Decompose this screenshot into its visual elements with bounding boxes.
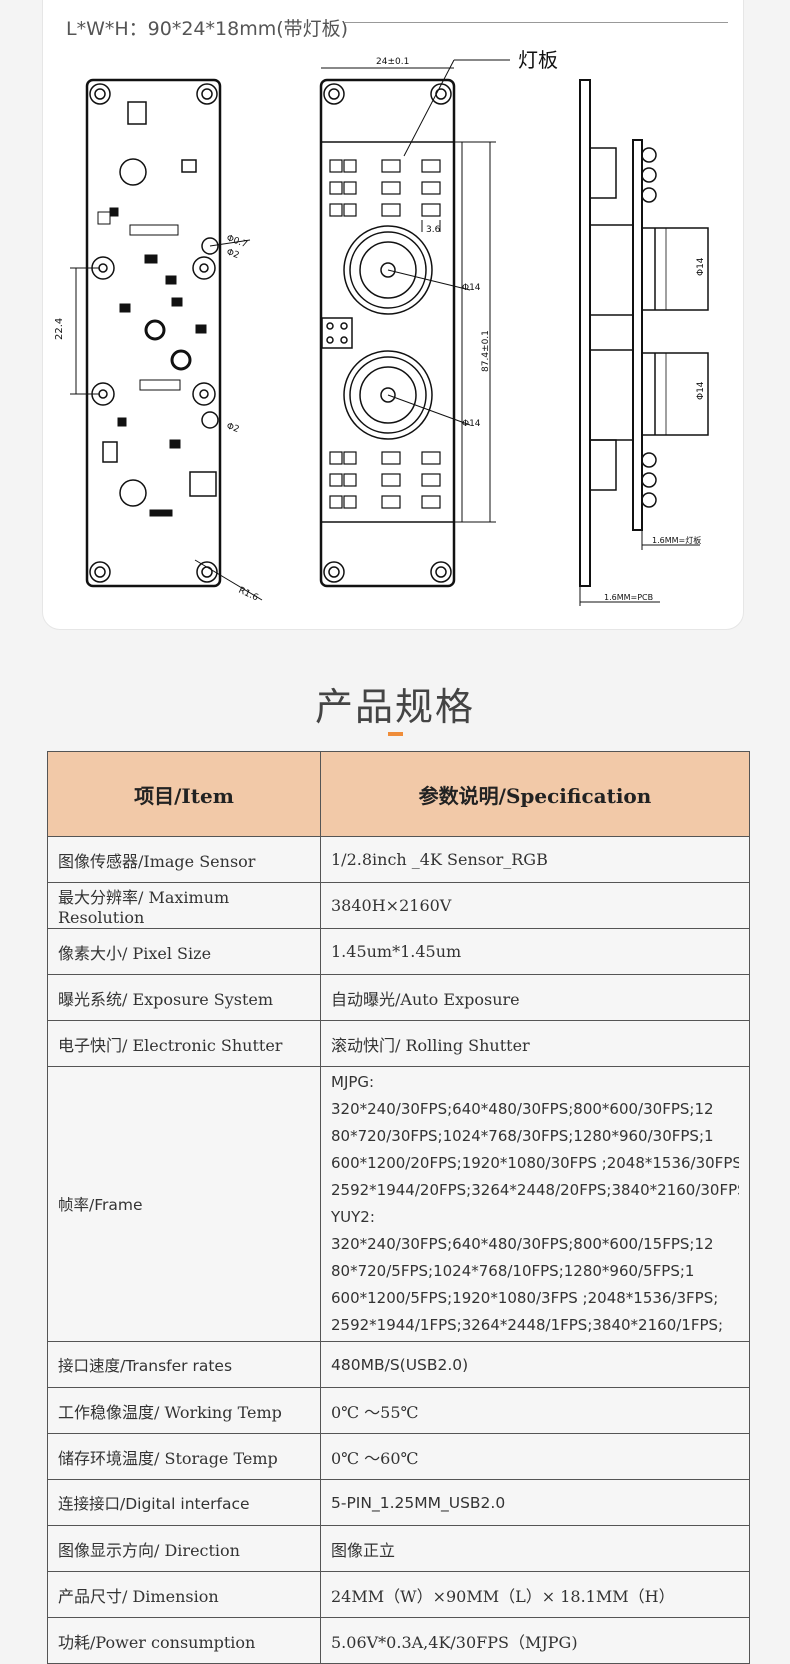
- row-value: 3840H×2160V: [320, 882, 750, 929]
- row-item: 曝光系统/ Exposure System: [47, 974, 321, 1021]
- hole-dia-label-2: Φ2: [225, 421, 240, 435]
- frame-line: 2592*1944/1FPS;3264*2448/1FPS;3840*2160/…: [331, 1316, 724, 1334]
- width-dim-label: 24±0.1: [376, 57, 409, 67]
- frame-line: 2592*1944/20FPS;3264*2448/20FPS;3840*216…: [331, 1181, 739, 1199]
- hole-dia-label: Φ2: [225, 247, 240, 261]
- row-item: 像素大小/ Pixel Size: [47, 928, 321, 975]
- frame-item: 帧率/Frame: [47, 1066, 321, 1342]
- row-value: 0℃ ～60℃: [320, 1433, 750, 1480]
- hole-pitch-dimension: [70, 267, 100, 395]
- row-item: 电子快门/ Electronic Shutter: [47, 1020, 321, 1067]
- pcb-top-view: [85, 78, 222, 588]
- row-value: 5-PIN_1.25MM_USB2.0: [320, 1479, 750, 1526]
- frame-line: 600*1200/5FPS;1920*1080/3FPS ;2048*1536/…: [331, 1289, 719, 1307]
- pcb-thickness-label: 1.6MM=PCB: [604, 593, 653, 602]
- led-pitch-label: 3.6: [426, 225, 441, 235]
- dimensions-caption: L*W*H：90*24*18mm(带灯板): [66, 18, 349, 40]
- row-value: 自动曝光/Auto Exposure: [320, 974, 750, 1021]
- title-accent-bar: [388, 732, 403, 736]
- table-row: 储存环境温度/ Storage Temp 0℃ ～60℃: [47, 1433, 750, 1480]
- side-lens-dia-label: Φ14: [696, 257, 706, 276]
- table-header-row: 项目/Item 参数说明/Specification: [47, 751, 750, 837]
- frame-value: MJPG: 320*240/30FPS;640*480/30FPS;800*60…: [320, 1066, 750, 1342]
- corner-radius-label: R1.6: [237, 586, 260, 604]
- row-item: 功耗/Power consumption: [47, 1617, 321, 1664]
- side-lens-dia-label-2: Φ14: [696, 381, 706, 400]
- table-row: 图像传感器/Image Sensor 1/2.8inch _4K Sensor_…: [47, 836, 750, 883]
- row-value: 0℃ ～55℃: [320, 1387, 750, 1434]
- row-item: 最大分辨率/ Maximum Resolution: [47, 882, 321, 929]
- led-board-view: [319, 59, 510, 588]
- row-value: 1/2.8inch _4K Sensor_RGB: [320, 836, 750, 883]
- row-item: 图像传感器/Image Sensor: [47, 836, 321, 883]
- side-view: [579, 79, 709, 606]
- section-title: 产品规格: [314, 685, 475, 729]
- frame-line: YUY2:: [331, 1208, 375, 1226]
- table-row: 图像显示方向/ Direction 图像正立: [47, 1525, 750, 1572]
- row-value: 1.45um*1.45um: [320, 928, 750, 975]
- table-row: 最大分辨率/ Maximum Resolution 3840H×2160V: [47, 882, 750, 929]
- table-row: 功耗/Power consumption 5.06V*0.3A,4K/30FPS…: [47, 1617, 750, 1664]
- row-value: 滚动快门/ Rolling Shutter: [320, 1020, 750, 1067]
- row-item: 连接接口/Digital interface: [47, 1479, 321, 1526]
- lens-dia-label: Φ14: [462, 283, 481, 293]
- row-value: 24MM（W）×90MM（L）× 18.1MM（H）: [320, 1571, 750, 1618]
- frame-line: 80*720/5FPS;1024*768/10FPS;1280*960/5FPS…: [331, 1262, 695, 1280]
- table-row: 接口速度/Transfer rates 480MB/S(USB2.0): [47, 1341, 750, 1388]
- led-board-label: 灯板: [518, 48, 558, 72]
- frame-line: 320*240/30FPS;640*480/30FPS;800*600/15FP…: [331, 1235, 714, 1253]
- table-row: 产品尺寸/ Dimension 24MM（W）×90MM（L）× 18.1MM（…: [47, 1571, 750, 1618]
- row-value: 图像正立: [320, 1525, 750, 1572]
- row-item: 接口速度/Transfer rates: [47, 1341, 321, 1388]
- frame-line: MJPG:: [331, 1073, 375, 1091]
- led-thickness-label: 1.6MM=灯板: [652, 535, 701, 545]
- row-value: 5.06V*0.3A,4K/30FPS（MJPG): [320, 1617, 750, 1664]
- row-item: 储存环境温度/ Storage Temp: [47, 1433, 321, 1480]
- table-row: 连接接口/Digital interface 5-PIN_1.25MM_USB2…: [47, 1479, 750, 1526]
- frame-line: 80*720/30FPS;1024*768/30FPS;1280*960/30F…: [331, 1127, 714, 1145]
- row-item: 产品尺寸/ Dimension: [47, 1571, 321, 1618]
- frame-line: 600*1200/20FPS;1920*1080/30FPS ;2048*153…: [331, 1154, 739, 1172]
- lens-dia-label-2: Φ14: [462, 419, 481, 429]
- row-item: 图像显示方向/ Direction: [47, 1525, 321, 1572]
- spec-table: 项目/Item 参数说明/Specification 图像传感器/Image S…: [47, 751, 750, 1664]
- table-row-frame: 帧率/Frame MJPG: 320*240/30FPS;640*480/30F…: [47, 1066, 750, 1342]
- table-row: 像素大小/ Pixel Size 1.45um*1.45um: [47, 928, 750, 975]
- mechanical-drawing: 22.4 Φ0.7 Φ2 Φ2 R1.6: [54, 48, 709, 606]
- row-value: 480MB/S(USB2.0): [320, 1341, 750, 1388]
- row-item: 工作稳像温度/ Working Temp: [47, 1387, 321, 1434]
- header-item: 项目/Item: [47, 751, 321, 837]
- hole-pitch-label: 22.4: [54, 318, 65, 340]
- length-dim-label: 87.4±0.1: [481, 330, 491, 372]
- caption-rule: [344, 22, 728, 23]
- table-row: 曝光系统/ Exposure System 自动曝光/Auto Exposure: [47, 974, 750, 1021]
- table-row: 电子快门/ Electronic Shutter 滚动快门/ Rolling S…: [47, 1020, 750, 1067]
- frame-line: 320*240/30FPS;640*480/30FPS;800*600/30FP…: [331, 1100, 714, 1118]
- header-spec: 参数说明/Specification: [320, 751, 750, 837]
- table-row: 工作稳像温度/ Working Temp 0℃ ～55℃: [47, 1387, 750, 1434]
